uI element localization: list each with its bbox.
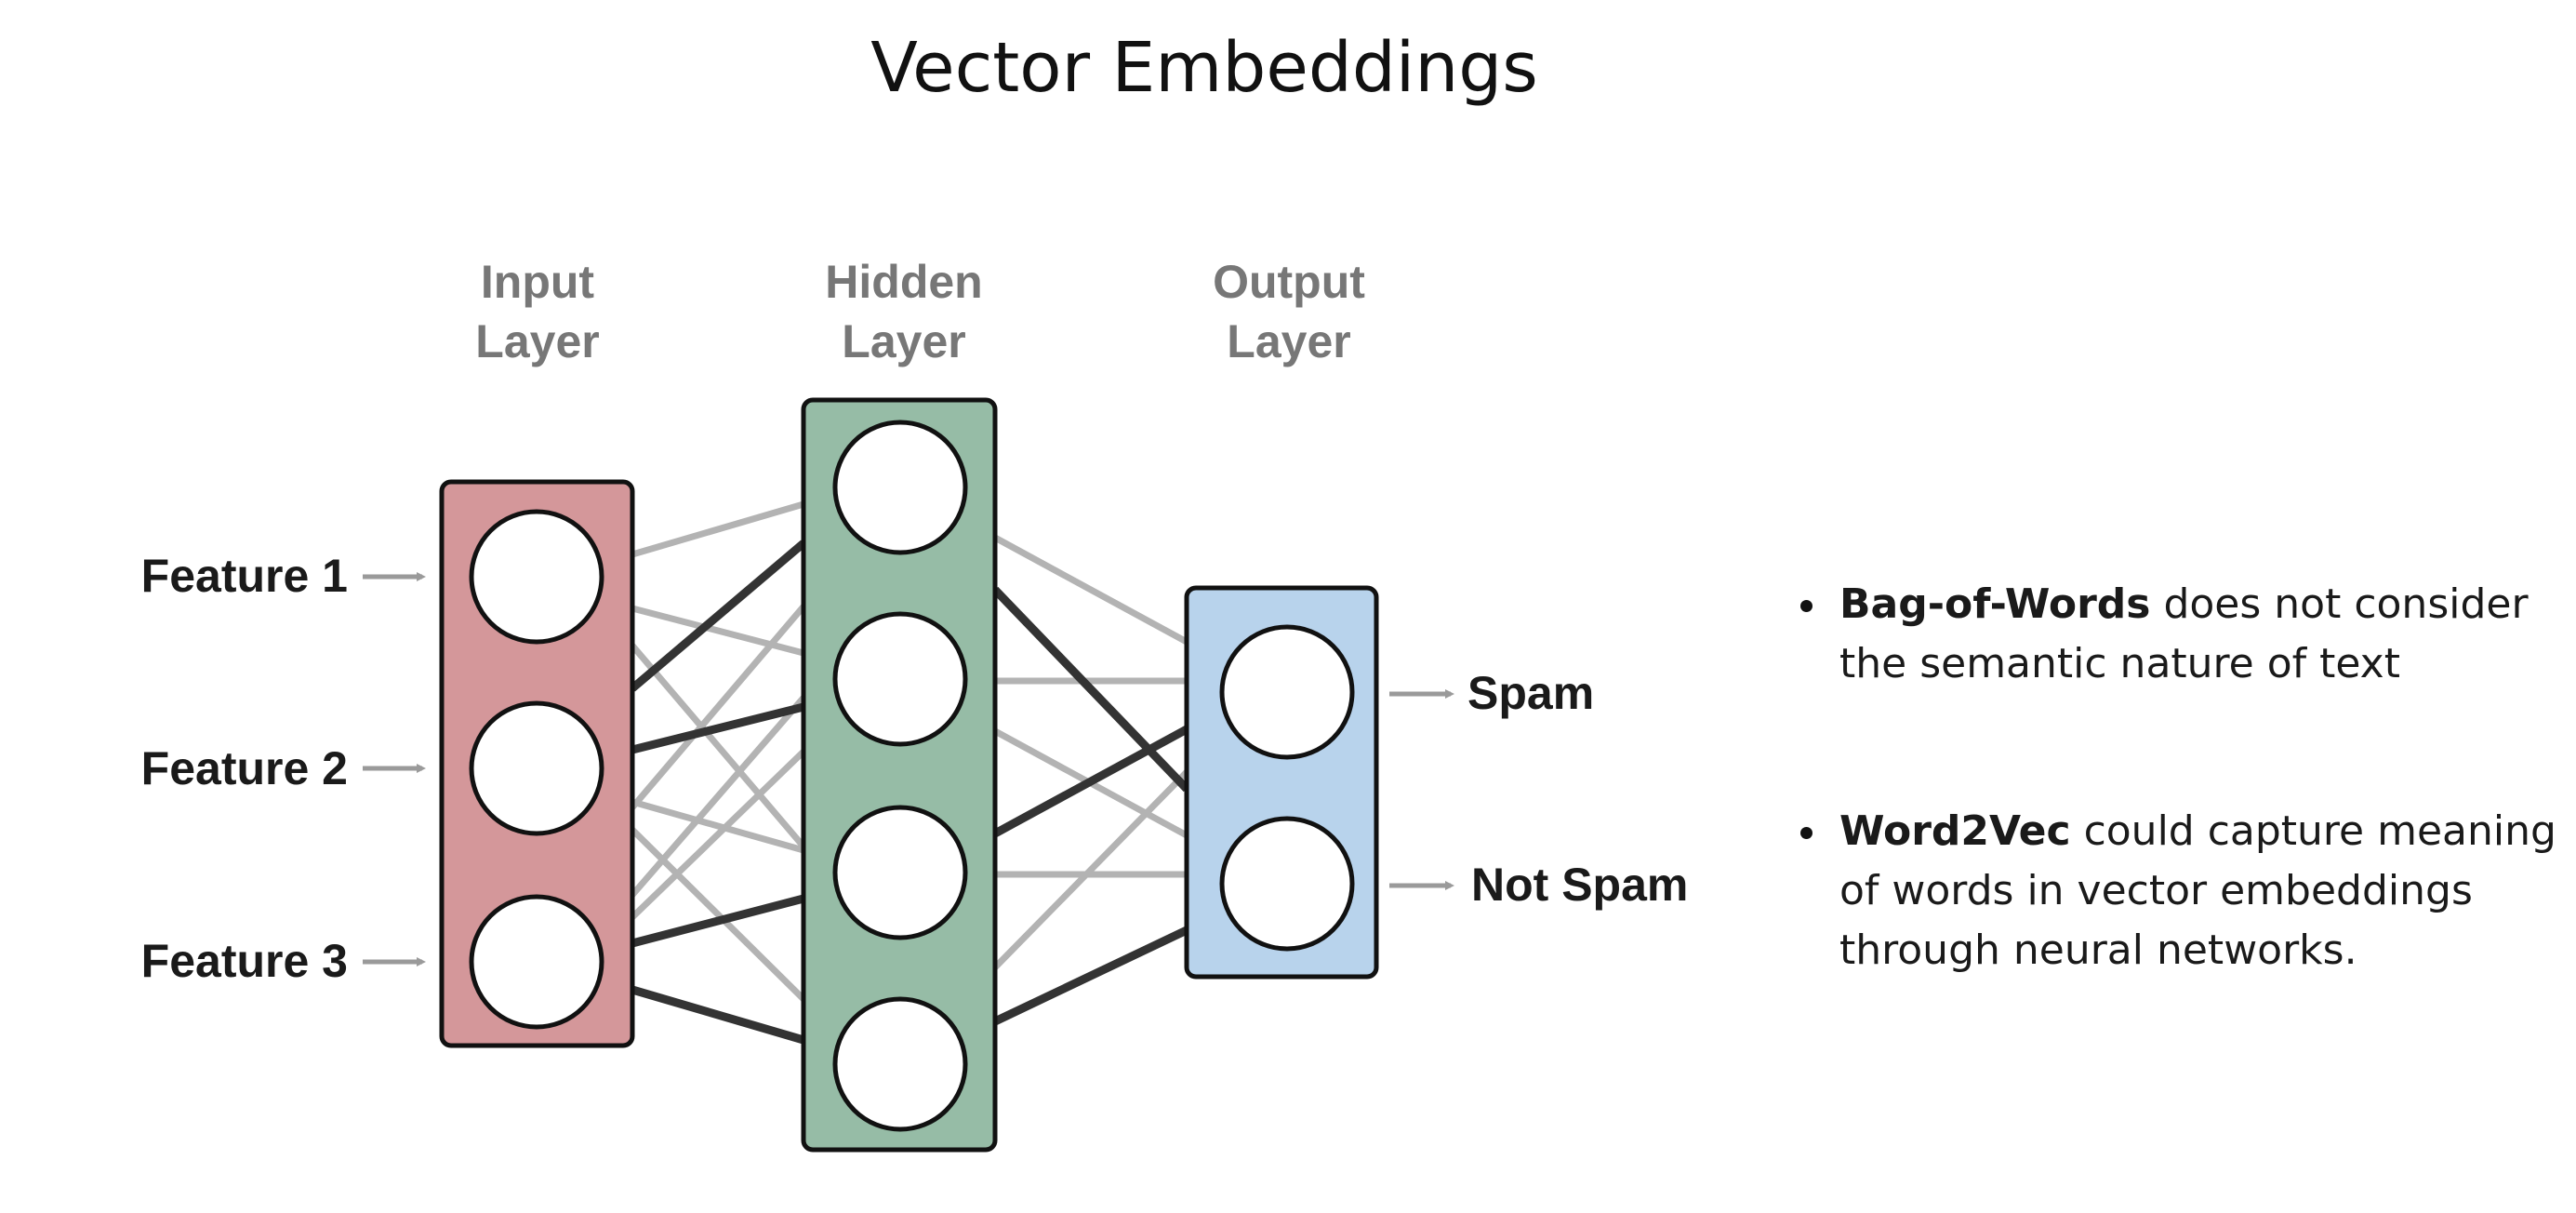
input-node-3: [469, 894, 604, 1030]
note-description: could capture meaning of words in vector…: [1839, 807, 2556, 974]
bullet-dot: [1800, 827, 1812, 839]
hidden-node-1: [832, 420, 968, 555]
note-term: Word2Vec: [1839, 807, 2071, 855]
edge-h4-out1: [992, 769, 1189, 970]
edge-in3-h3-strong: [631, 894, 805, 948]
edge-in1-h1: [631, 500, 804, 558]
hidden-node-3: [832, 805, 968, 940]
input-feature-label-3: Feature 3: [141, 935, 348, 987]
note-text: Word2Vec could capture meaning of words …: [1839, 802, 2565, 980]
edge-h4-out2-strong: [993, 926, 1188, 1026]
edge-in2-h4: [630, 827, 806, 1002]
note-bag-of-words: Bag-of-Words does not consider the seman…: [1793, 575, 2565, 694]
output-label-spam: Spam: [1467, 667, 1594, 719]
output-layer-label-line2: Layer: [1227, 315, 1350, 367]
edge-in1-h1-strong: [630, 540, 806, 692]
hidden-layer-label-line2: Layer: [842, 315, 965, 367]
edge-in1-h3: [630, 643, 806, 849]
note-word2vec: Word2Vec could capture meaning of words …: [1793, 802, 2565, 980]
diagram-title: Vector Embeddings: [870, 28, 1538, 108]
edge-in2-h1: [630, 604, 806, 810]
input-node-2: [469, 700, 604, 836]
edge-h1-out1: [993, 534, 1188, 646]
bullet-dot: [1800, 600, 1812, 612]
input-node-1: [469, 509, 604, 645]
weak-connections: [630, 500, 1189, 1002]
edge-in3-h2: [630, 749, 806, 920]
output-node-2: [1219, 816, 1355, 952]
note-description: does not consider the semantic nature of…: [1839, 580, 2529, 687]
input-feature-label-1: Feature 1: [141, 550, 348, 602]
strong-connections: [630, 540, 1190, 1045]
edge-in2-h2-strong: [631, 702, 805, 754]
edge-in3-h1: [630, 695, 806, 898]
edge-h3-out1-strong: [992, 726, 1189, 837]
output-layer-label-line1: Output: [1213, 256, 1365, 308]
input-layer-label-line1: Input: [481, 256, 595, 308]
output-label-not-spam: Not Spam: [1471, 859, 1688, 911]
input-feature-label-2: Feature 2: [141, 742, 348, 794]
edge-in1-h2: [631, 605, 804, 657]
note-term: Bag-of-Words: [1839, 580, 2151, 628]
input-layer-label-line2: Layer: [475, 315, 599, 367]
edge-h1-out2-strong: [991, 586, 1190, 793]
edge-in3-h4-strong: [631, 985, 805, 1045]
hidden-layer-label-line1: Hidden: [825, 256, 982, 308]
note-text: Bag-of-Words does not consider the seman…: [1839, 575, 2565, 694]
output-node-1: [1219, 624, 1355, 760]
edge-in2-h3: [631, 798, 804, 854]
hidden-node-2: [832, 611, 968, 747]
hidden-layer-box: [801, 397, 998, 1153]
hidden-node-4: [832, 996, 968, 1132]
